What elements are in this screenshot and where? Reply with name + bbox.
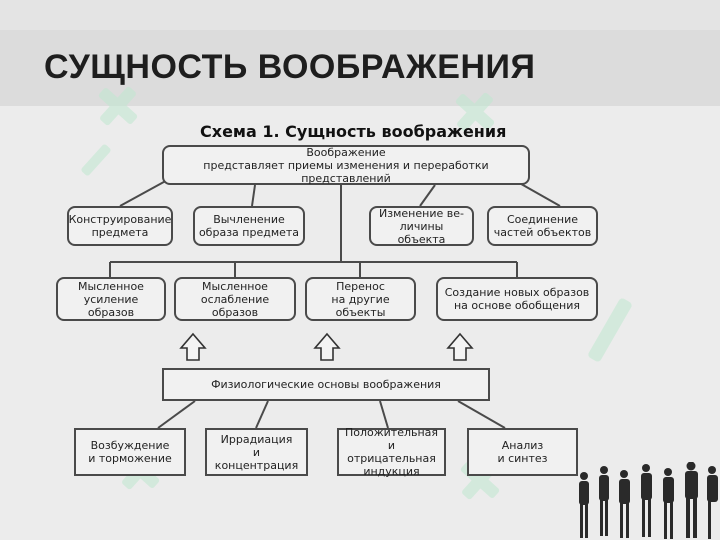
- root-node: Воображение представляет приемы изменени…: [162, 145, 530, 185]
- diagram-caption: Схема 1. Сущность воображения: [200, 122, 507, 141]
- level1-node: Вычленение образа предмета: [193, 206, 305, 246]
- connector-lines: [109, 171, 561, 429]
- basis-node: Физиологические основы воображения: [162, 368, 490, 401]
- level2-node: Создание новых образов на основе обобщен…: [436, 277, 598, 321]
- top-band: [0, 0, 720, 30]
- level2-node: Мысленное ослабление образов: [174, 277, 296, 321]
- business-people-icon: [579, 462, 718, 539]
- level1-node: Изменение ве- личины объекта: [369, 206, 474, 246]
- level3-node: Возбуждение и торможение: [74, 428, 186, 476]
- up-arrow-icon: [179, 332, 474, 361]
- level1-node: Соединение частей объектов: [487, 206, 598, 246]
- level1-node: Конструирование предмета: [67, 206, 173, 246]
- level2-node: Мысленное усиление образов: [56, 277, 166, 321]
- level3-node: Анализ и синтез: [467, 428, 578, 476]
- page-title: СУЩНОСТЬ ВООБРАЖЕНИЯ: [44, 48, 536, 86]
- level3-node: Положительная и отрицательная индукция: [337, 426, 446, 478]
- title-band: [0, 30, 720, 106]
- level2-node: Перенос на другие объекты: [305, 277, 416, 321]
- level3-node: Иррадиация и концентрация: [205, 428, 308, 476]
